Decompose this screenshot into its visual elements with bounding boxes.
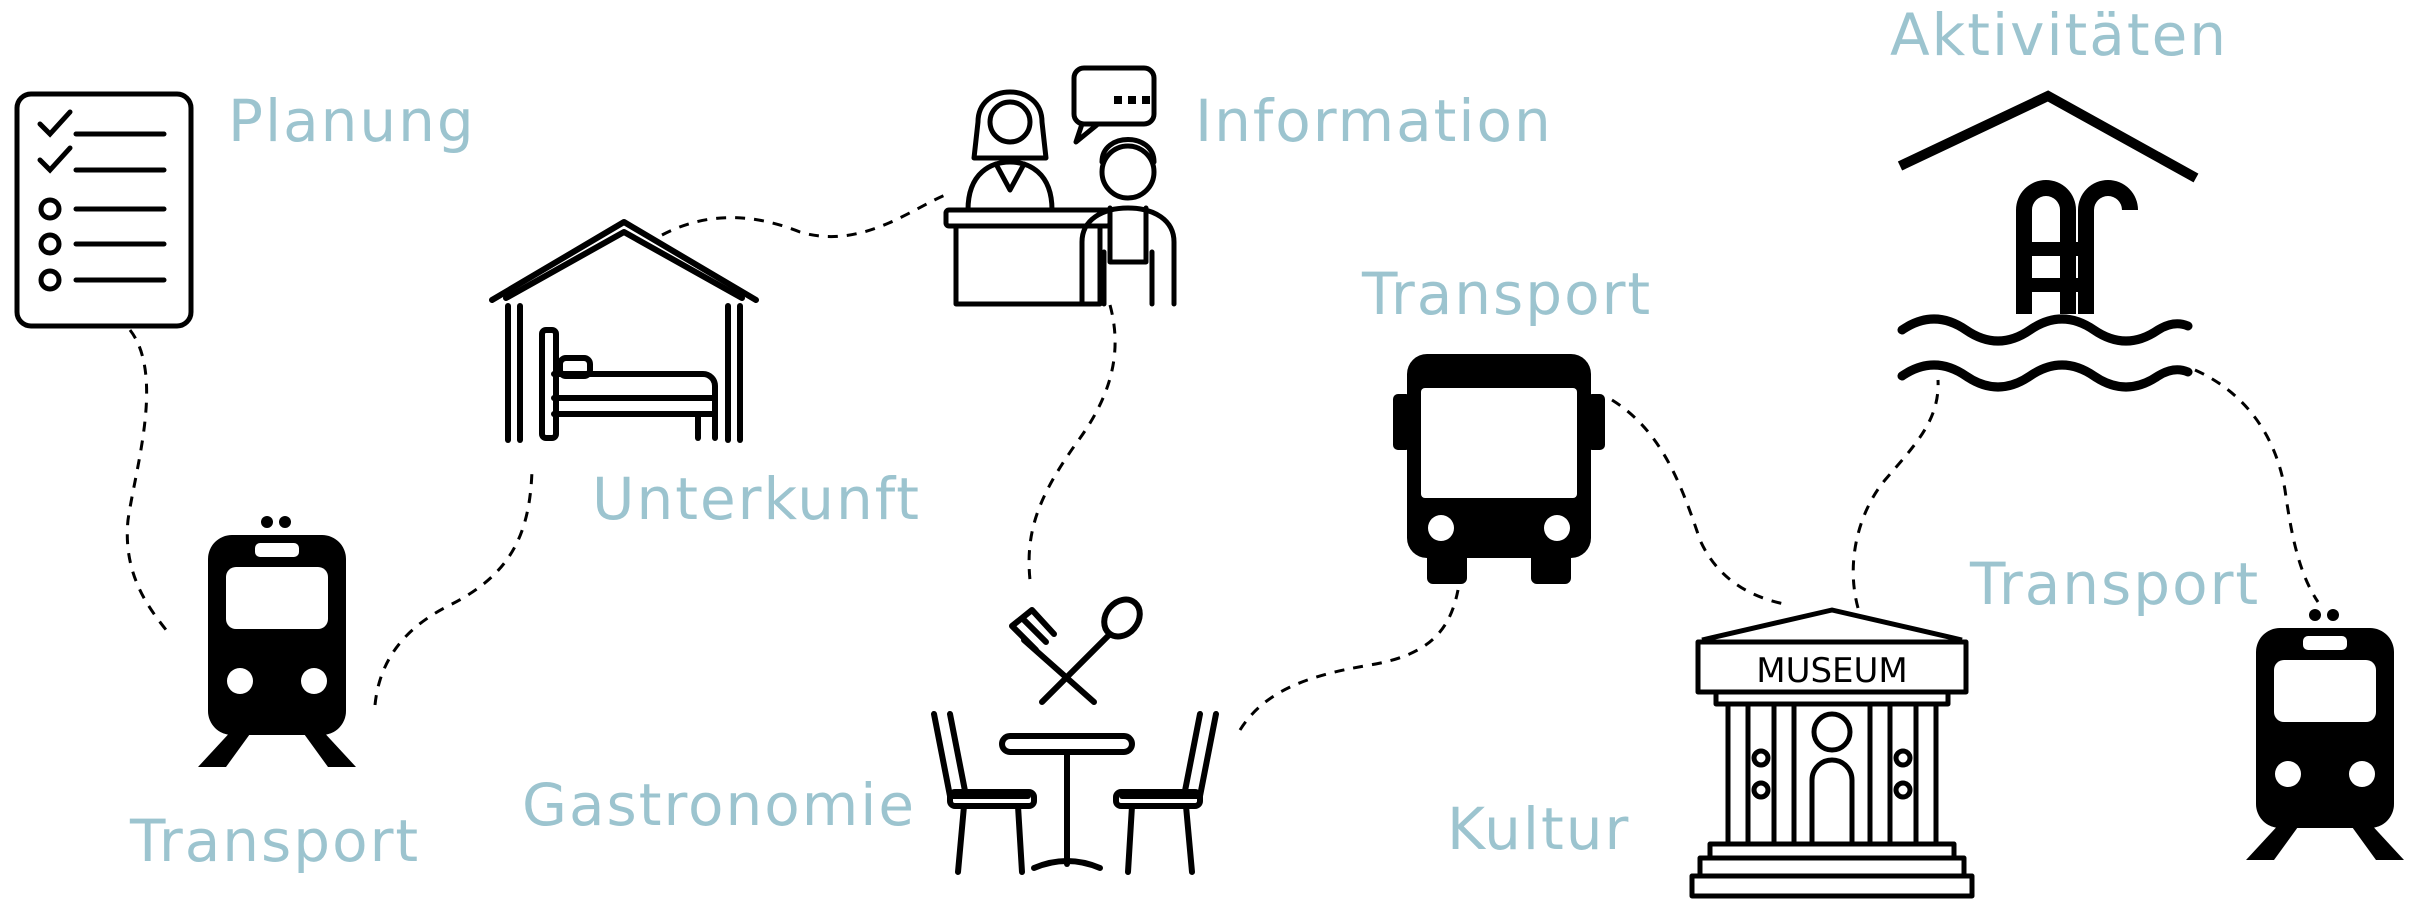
accommodation-bed-icon	[489, 219, 759, 443]
bus-icon	[1393, 354, 1605, 584]
label-transport-2: Transport	[1362, 260, 1653, 328]
checklist-icon	[14, 91, 194, 329]
train-icon	[2246, 609, 2404, 860]
train-icon	[198, 516, 356, 767]
route-segment-6	[1611, 398, 1791, 607]
route-segment-2	[373, 469, 534, 706]
information-desk-icon	[943, 65, 1177, 307]
restaurant-table-icon	[931, 596, 1219, 875]
museum-sign-text: MUSEUM	[1756, 651, 1908, 691]
route-segment-5	[1238, 589, 1460, 731]
label-information: Information	[1195, 87, 1553, 155]
route-segment-7	[1851, 379, 1940, 609]
dashed-route	[125, 193, 2320, 731]
label-transport-1: Transport	[130, 807, 421, 875]
label-kultur: Kultur	[1447, 795, 1631, 863]
route-segment-4	[1027, 304, 1117, 581]
label-unterkunft: Unterkunft	[592, 465, 921, 533]
museum-icon: MUSEUM	[1689, 607, 1975, 899]
route-segment-1	[125, 329, 172, 636]
route-segment-3	[661, 193, 946, 238]
label-aktivitaeten: Aktivitäten	[1890, 1, 2229, 69]
label-gastronomie: Gastronomie	[522, 771, 917, 839]
label-transport-3: Transport	[1970, 550, 2261, 618]
label-planung: Planung	[228, 87, 476, 155]
swimming-pool-icon	[1897, 90, 2199, 392]
route-segment-8	[2194, 368, 2320, 603]
